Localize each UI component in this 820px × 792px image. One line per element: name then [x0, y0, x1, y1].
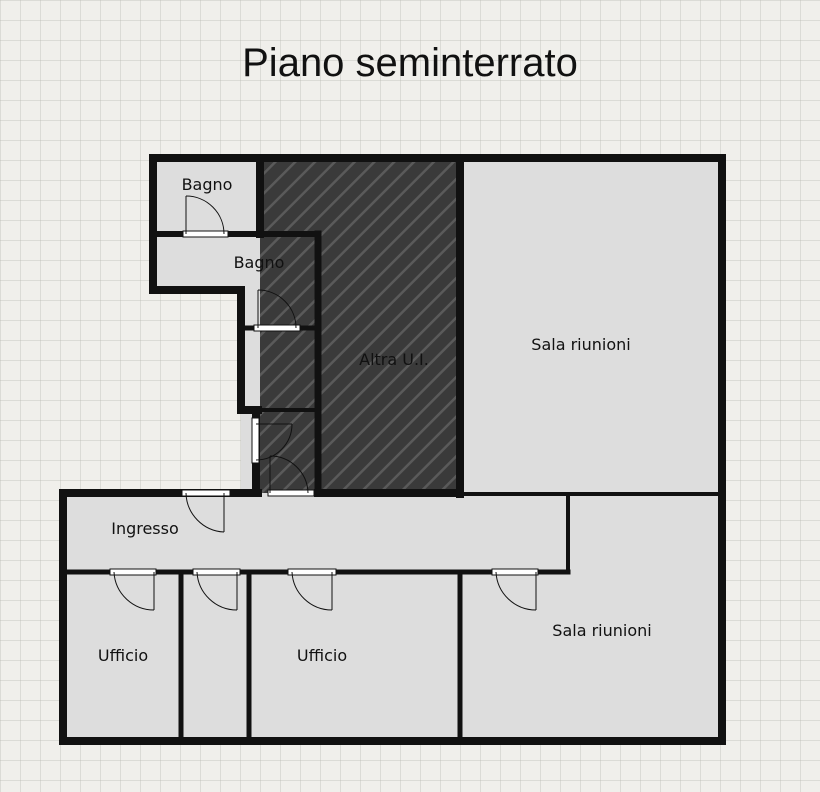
floor-areas [63, 158, 722, 741]
label-bagno-2: Bagno [234, 253, 285, 272]
room-sala-riunioni-1 [460, 158, 722, 494]
label-ufficio-1: Ufficio [98, 646, 148, 665]
room-bagno-1 [153, 158, 260, 234]
label-bagno-1: Bagno [182, 175, 233, 194]
door-ufficio-1 [109, 568, 157, 611]
door-ingresso [181, 489, 231, 533]
label-ufficio-2: Ufficio [297, 646, 347, 665]
plan-title: Piano seminterrato [242, 41, 578, 85]
room-ingresso [63, 493, 568, 572]
door-closet [267, 455, 315, 497]
label-altra-ui: Altra U.I. [359, 350, 429, 369]
door-bagno-1 [182, 195, 229, 238]
room-ufficio-1 [63, 572, 181, 741]
label-sala-riunioni-2: Sala riunioni [552, 621, 651, 640]
door-bagno-2 [253, 289, 301, 332]
label-sala-riunioni-1: Sala riunioni [531, 335, 630, 354]
door-sala-riunioni-2 [491, 568, 539, 611]
doors [109, 195, 539, 611]
room-labels: Bagno Bagno Altra U.I. Sala riunioni Ing… [98, 175, 652, 665]
door-ufficio-2 [287, 568, 337, 611]
label-ingresso: Ingresso [111, 519, 179, 538]
door-small-office [192, 568, 241, 611]
room-sala-riunioni-2 [460, 494, 722, 741]
door-hall [251, 417, 293, 464]
room-ufficio-2 [249, 572, 460, 741]
room-small-office [181, 572, 249, 741]
